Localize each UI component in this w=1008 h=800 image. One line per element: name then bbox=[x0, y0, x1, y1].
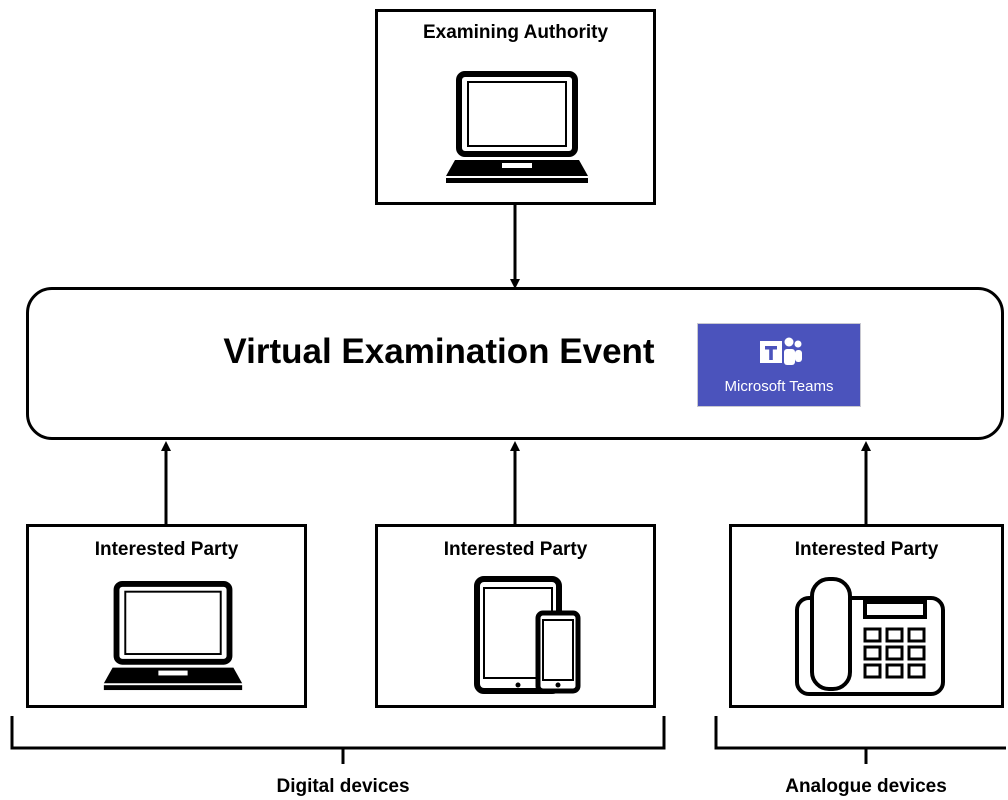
interested-party-box-2: Interested Party bbox=[375, 524, 656, 708]
examining-authority-box: Examining Authority bbox=[375, 9, 656, 205]
digital-devices-label: Digital devices bbox=[276, 776, 410, 797]
virtual-examination-event: Virtual Examination Event Microsoft Team… bbox=[26, 287, 1004, 440]
laptop-icon bbox=[103, 580, 243, 691]
interested-party-title: Interested Party bbox=[443, 539, 588, 560]
analogue-devices-label: Analogue devices bbox=[785, 776, 947, 797]
examining-authority-title: Examining Authority bbox=[422, 22, 609, 43]
teams-icon bbox=[760, 337, 802, 365]
interested-party-title: Interested Party bbox=[94, 539, 239, 560]
microsoft-teams-logo: Microsoft Teams bbox=[697, 323, 861, 407]
interested-party-box-3: Interested Party bbox=[729, 524, 1004, 708]
desk-phone-icon bbox=[795, 577, 945, 696]
interested-party-title: Interested Party bbox=[794, 539, 939, 560]
laptop-icon bbox=[446, 71, 588, 183]
digital-devices-bracket bbox=[10, 716, 666, 764]
teams-label: Microsoft Teams bbox=[724, 378, 834, 395]
analogue-devices-bracket bbox=[714, 716, 1006, 764]
event-title: Virtual Examination Event bbox=[223, 332, 655, 371]
tablet-phone-icon bbox=[474, 576, 581, 694]
interested-party-box-1: Interested Party bbox=[26, 524, 307, 708]
